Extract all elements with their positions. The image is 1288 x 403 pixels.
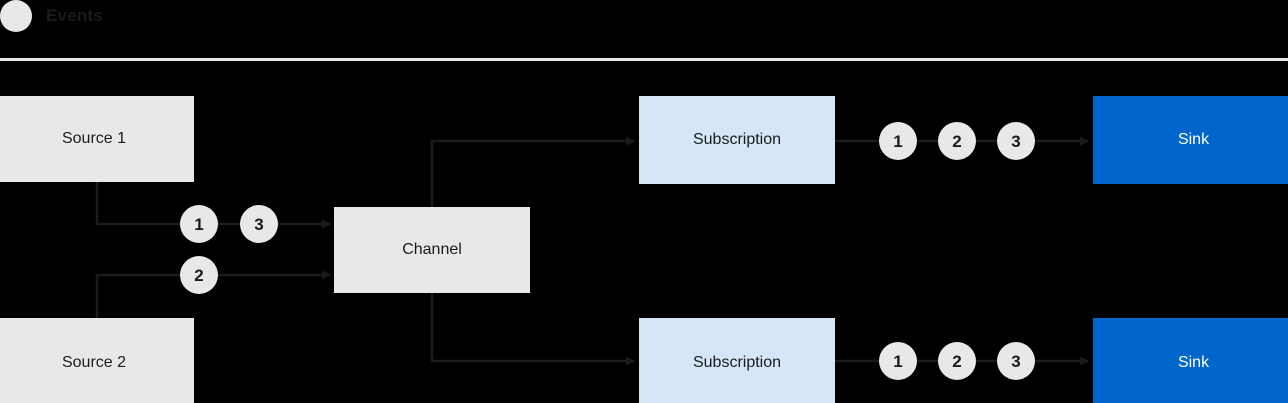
- event-token: 1: [879, 122, 917, 160]
- node-subscription-top[interactable]: Subscription: [639, 96, 835, 184]
- legend: Events: [0, 0, 300, 34]
- node-source-1[interactable]: Source 1: [0, 96, 194, 182]
- event-token: 2: [180, 256, 218, 294]
- event-token: 2: [938, 122, 976, 160]
- event-token: 1: [180, 205, 218, 243]
- event-dot-icon: [0, 0, 32, 32]
- node-subscription-bottom[interactable]: Subscription: [639, 318, 835, 403]
- wire-channel-to-subscription-top: [430, 136, 635, 207]
- node-sink-top[interactable]: Sink: [1093, 96, 1288, 184]
- event-token: 1: [879, 342, 917, 380]
- event-token: 3: [997, 122, 1035, 160]
- event-token: 3: [240, 205, 278, 243]
- legend-label: Events: [46, 6, 103, 25]
- event-token: 2: [938, 342, 976, 380]
- header-divider: [0, 58, 1288, 61]
- node-sink-bottom[interactable]: Sink: [1093, 318, 1288, 403]
- node-source-2[interactable]: Source 2: [0, 318, 194, 403]
- wire-channel-to-subscription-bottom: [430, 293, 635, 366]
- event-token: 3: [997, 342, 1035, 380]
- node-channel[interactable]: Channel: [334, 207, 530, 293]
